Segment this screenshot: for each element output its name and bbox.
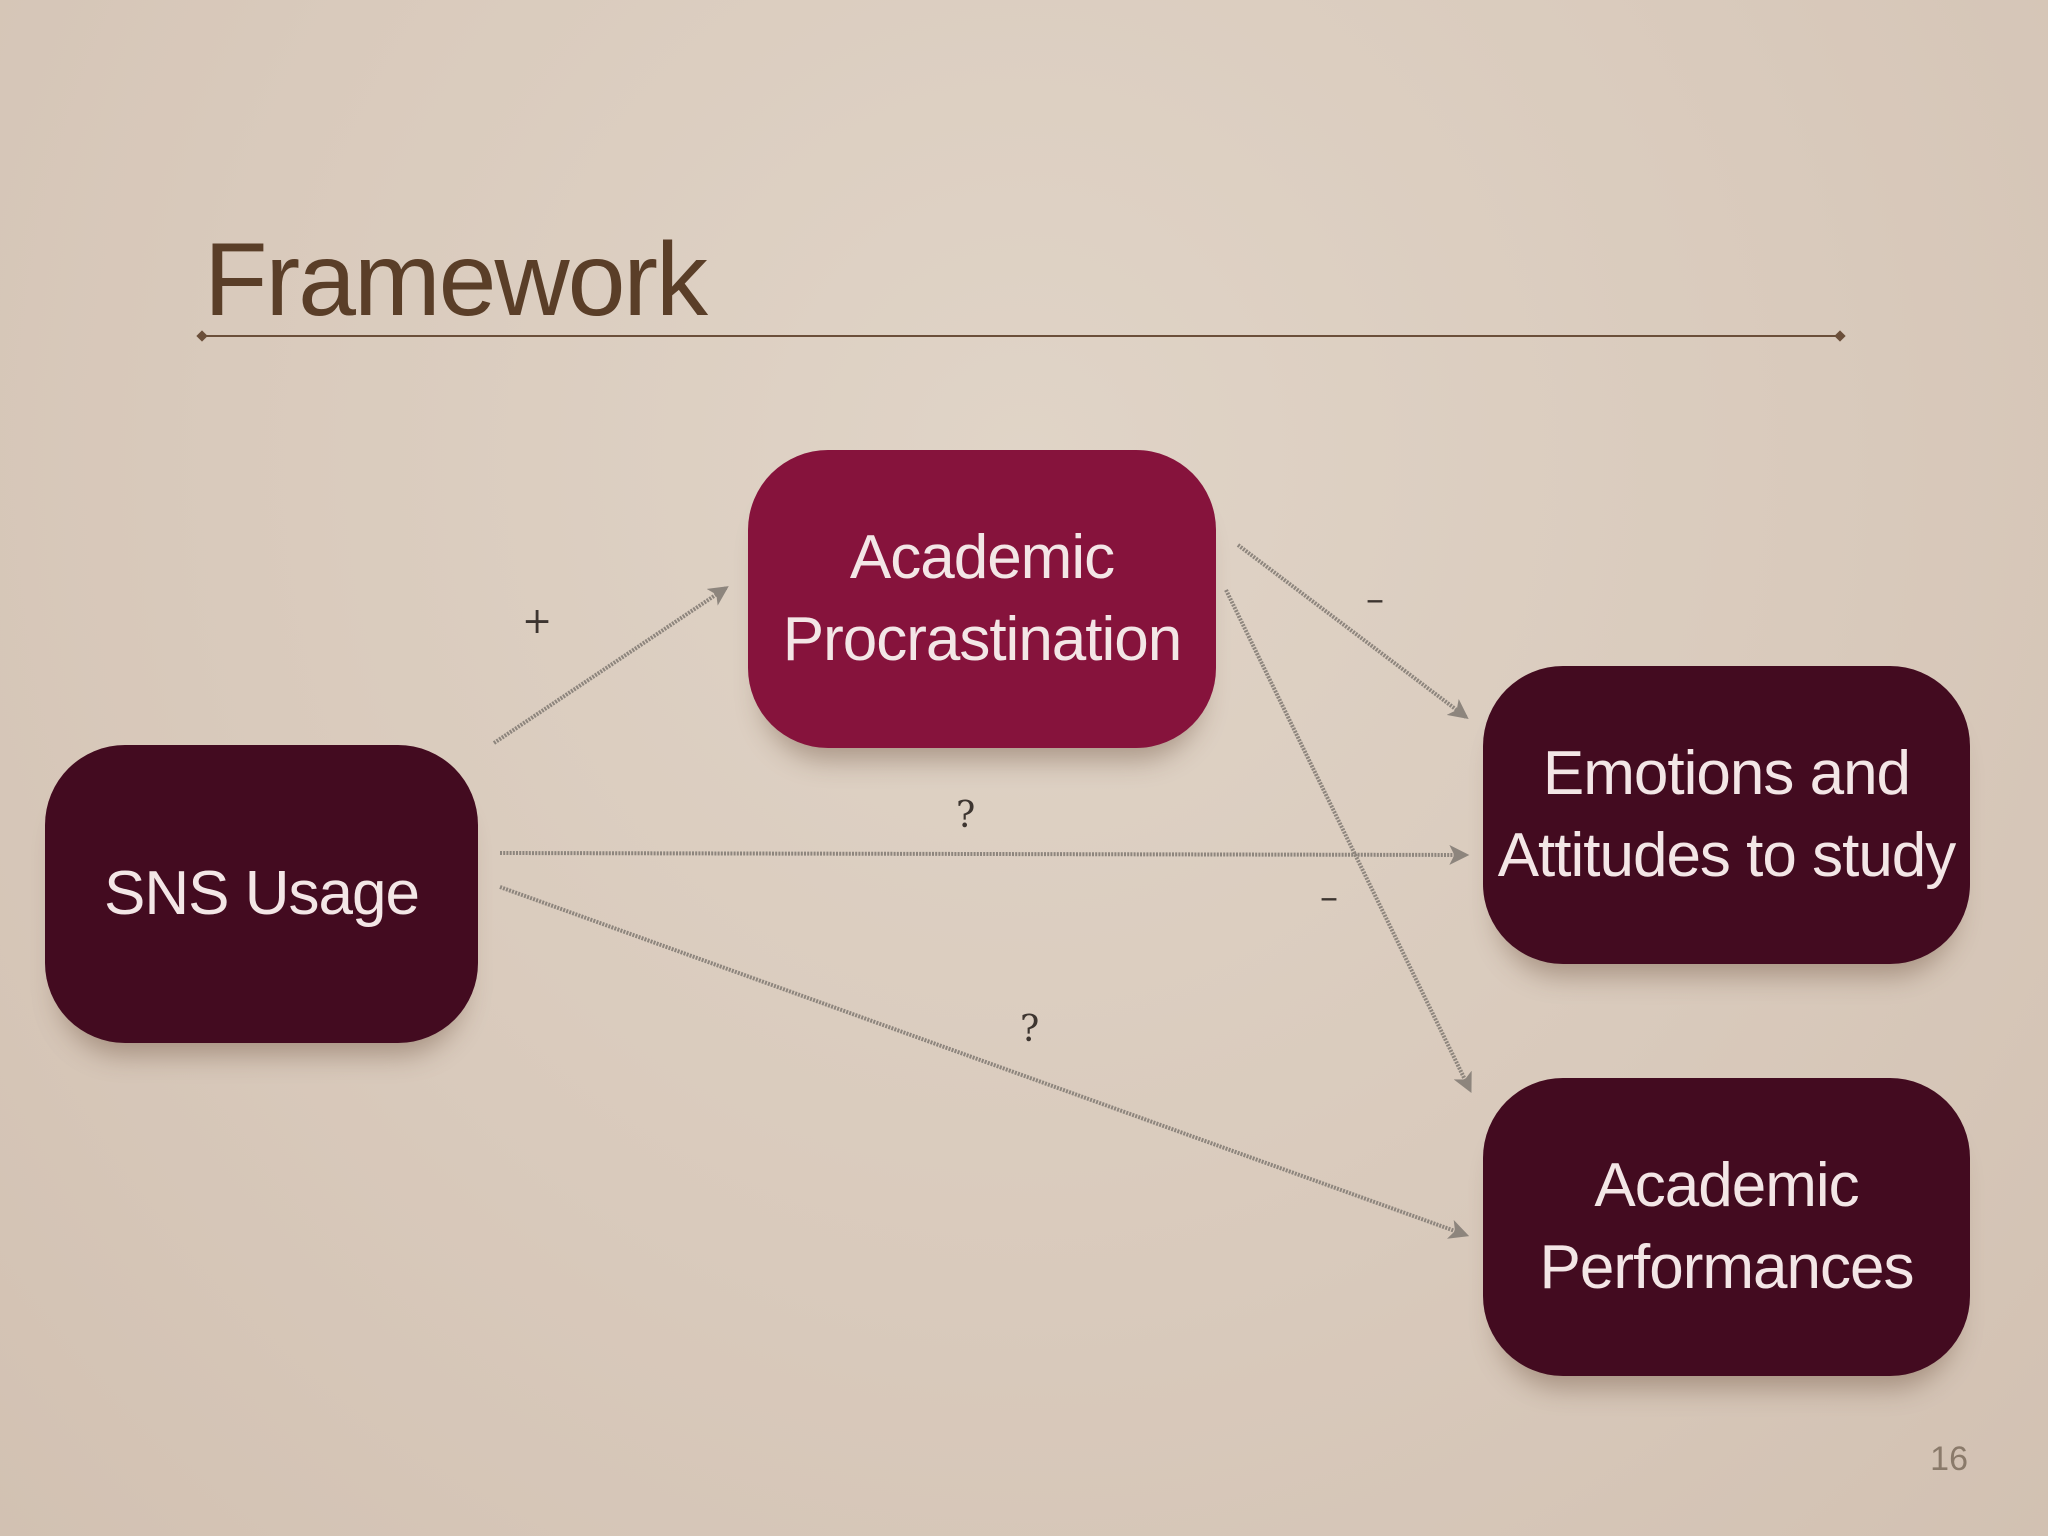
arrow-procrastination-to-performances xyxy=(1224,589,1472,1093)
arrow-procrastination-to-emotions xyxy=(1236,543,1469,720)
edge-label-sns-performances: ? xyxy=(1020,1009,1040,1050)
edge-label-sns-procrastination: + xyxy=(522,601,553,642)
node-emotions-attitudes-label: Emotions and Attitudes to study xyxy=(1497,739,1957,890)
node-academic-performances-label: Academic Performances xyxy=(1539,1151,1915,1302)
page-number: 16 xyxy=(1930,1440,1968,1478)
node-emotions-attitudes: Emotions and Attitudes to study xyxy=(1483,666,1970,964)
title-underline xyxy=(203,335,1841,337)
slide-title: Framework xyxy=(204,222,708,338)
node-academic-performances: Academic Performances xyxy=(1483,1078,1970,1376)
edge-label-procrastination-emotions: – xyxy=(1366,579,1384,620)
arrow-sns-to-procrastination xyxy=(492,586,729,745)
edge-label-sns-emotions: ? xyxy=(956,795,976,836)
node-sns-usage-label: SNS Usage xyxy=(104,859,420,928)
edge-label-procrastination-performances: – xyxy=(1320,877,1338,918)
node-academic-procrastination-label: Academic Procrastination xyxy=(782,523,1183,674)
node-academic-procrastination: Academic Procrastination xyxy=(748,450,1216,748)
arrow-sns-to-performances xyxy=(499,885,1470,1239)
arrow-sns-to-emotions xyxy=(499,844,1470,865)
node-sns-usage: SNS Usage xyxy=(45,745,478,1043)
